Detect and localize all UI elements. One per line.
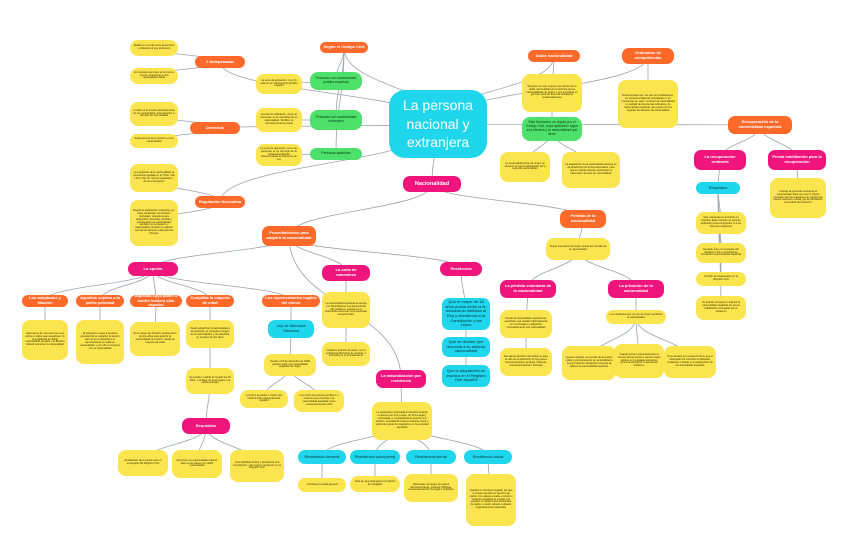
node-p-opcion: La opción xyxy=(128,262,178,276)
node-p-voluntaria: La pérdida voluntaria de la nacionalidad xyxy=(500,280,556,298)
node-n-doble: Doble nacionalidad xyxy=(528,50,580,62)
node-y-priv1: Cuando durante un período de tres años u… xyxy=(562,346,616,380)
node-g-cc1: Personas con nacionalidad jurídica españ… xyxy=(310,72,362,90)
node-y-doble3: La adquisición de la nacionalidad efecti… xyxy=(562,152,620,188)
node-y-o3: Si es mayor de 18 años, tendrá plazo de … xyxy=(130,322,180,356)
node-g-doble: Este fenómeno se regula por el Código Ci… xyxy=(522,117,582,141)
node-n-ordinarios: Ordinarios de competencias xyxy=(622,48,674,64)
node-p-residencia: Residencia xyxy=(440,262,482,276)
node-y-quinquenal: Para los que obtengan la condición de re… xyxy=(350,476,400,492)
node-y-reg1: La regulación de la nacionalidad se encu… xyxy=(130,164,178,192)
node-g-cc3: Personas apátridas xyxy=(310,148,362,160)
node-y-natres: La residencia continuada en España duran… xyxy=(372,402,432,440)
node-c-ley: Ley de Memoria Histórica xyxy=(268,320,314,338)
node-n-recuperacion: Recuperación de la nacionalidad española xyxy=(728,116,792,134)
node-y-carta2: Mediante petición de parte, con la solic… xyxy=(322,342,370,366)
node-n-antepasadas: 2 Antepasadas xyxy=(195,56,245,68)
node-g-cc2: Personas con nacionalidad extranjera xyxy=(310,110,362,130)
node-seg-codigo: Según el Código Civil xyxy=(320,42,368,53)
node-y-priv2: Cuando entren voluntariamente al servici… xyxy=(614,344,664,378)
node-y-ley2: Los hijos de padre o madre que hubiera s… xyxy=(240,390,288,408)
node-main: La persona nacional y extranjera xyxy=(389,90,487,158)
node-p-privacion: La privación de la nacionalidad xyxy=(608,280,664,298)
node-y-cc3: La serie de aplicación, como las persona… xyxy=(256,144,302,166)
node-y-doble1: Tampoco es casi, supone que dentro de su… xyxy=(522,74,582,112)
node-y-req2: Declarar ante el encargado del Registro … xyxy=(696,243,746,263)
node-c-res2: Que se declare que renuncia a su anterio… xyxy=(442,337,490,357)
node-o-sujetos: Aquellos sujetos a la patria potestad xyxy=(76,295,124,307)
node-p-rec-ord: La recuperación ordinaria xyxy=(694,150,746,170)
node-y-der2: Toda persona tiene derecho a una naciona… xyxy=(130,134,178,148)
node-y-der1: A nadie se le privará arbitrariamente de… xyxy=(130,102,178,126)
node-y-ley1: Desde el 27 de diciembre de 2008 pueden … xyxy=(264,354,316,376)
node-c-res1: Que el mayor de 18 años pueda emitir la … xyxy=(442,298,490,330)
node-p-rec-hab: Previa habilitación para la recuperación xyxy=(768,150,826,170)
node-y-vol2: Excepto la decisión del Gobierno para la… xyxy=(500,348,552,376)
connector-line xyxy=(335,47,345,155)
node-y-ant2: Es requisito que haya en la misma cuenta… xyxy=(130,68,178,84)
node-y-anual: Nacidos en territorio español, los que n… xyxy=(466,474,516,526)
node-o-cuyos: Aquellos cuyo padre o madre hubiera sido… xyxy=(130,295,182,307)
node-n-proc: Procedimientos para adquirir la nacional… xyxy=(262,226,316,246)
node-y-bienal: Nacionales de origen de países iberoamer… xyxy=(404,474,458,502)
node-y-cc2: La serie de aplicación, cuyo ser persona… xyxy=(256,108,302,132)
node-p-natres: La naturalización por residencia xyxy=(376,370,426,388)
node-y-o2: El extranjero sujeto a la patria potesta… xyxy=(76,320,124,364)
node-y-r1: Declaración de la opción ante el encarga… xyxy=(118,450,168,476)
node-y-ant1: Estaba en vínculo entre la persona y el … xyxy=(130,40,178,56)
node-p-requisitos: Requisitos xyxy=(182,418,230,434)
node-y-cc1: La serie de aplicación, cuyo fin obtener… xyxy=(256,74,302,94)
node-y-carta1: La nacionalidad española se otorga por R… xyxy=(322,292,370,328)
node-c-decenal: Residencia decenal xyxy=(298,450,346,464)
node-n-derechos: Derechos xyxy=(190,122,240,134)
node-o-cumpla: Cumplida la mayoría de edad xyxy=(186,295,234,307)
node-y-req4: No podrán recuperar o adquirir la nacion… xyxy=(696,296,746,320)
node-o-legales: Los representantes legales del menor xyxy=(262,295,320,307)
node-n-regulacion: Regulación Normativa xyxy=(195,196,245,208)
node-c-bienal: Residencia bienal xyxy=(406,450,456,464)
node-c-requisitos: Requisitos xyxy=(696,182,740,194)
node-p-perdida: Pérdida de la nacionalidad xyxy=(560,210,606,228)
node-y-priv3: Si se declara por sentencia firme que el… xyxy=(664,346,716,378)
node-nacionalidad: Nacionalidad xyxy=(403,176,461,192)
node-y-cumpla2: Se pueden realizar al cumplir los 18 año… xyxy=(186,368,234,394)
node-y-hab: Cuando se pretende recuperar la nacional… xyxy=(770,178,826,218)
node-c-quinquenal: Residencia quinquenal xyxy=(350,450,400,464)
node-y-vol1: Perder la nacionalidad española los espa… xyxy=(500,310,552,338)
node-y-priv0: Los españoles que no son de origen perde… xyxy=(606,310,666,324)
node-y-r2: Renuncia a la nacionalidad anterior salv… xyxy=(172,450,222,478)
node-c-anual: Residencia anual xyxy=(464,450,512,464)
node-y-perdida: Según supuestos de origen puede ser priv… xyxy=(546,238,610,260)
node-y-o4: Puede adquirirse la nacionalidad a la es… xyxy=(186,320,234,348)
node-p-carta: La carta de naturaleza xyxy=(322,265,370,281)
node-y-ley3: Los nietos de quienes perdieron o tuvier… xyxy=(294,390,344,412)
node-o-origen: Los adoptados y filiación xyxy=(22,295,68,307)
node-y-doble2: La nacionalidad tiene de origen se sosti… xyxy=(500,152,550,182)
node-y-reg2: Regula la adquisición originaria, por pa… xyxy=(130,200,178,246)
node-y-ordinarios: Determinadas que, los que son Ciudadanos… xyxy=(618,80,678,128)
node-y-req1: Que mantenga su domicilio en España. Est… xyxy=(696,212,746,234)
node-y-req3: Inscribir la recuperación en el Registro… xyxy=(696,272,746,286)
node-y-r3: Jurar fidelidad al Rey y obediencia a la… xyxy=(230,450,284,482)
node-y-o1: Nacimiento de una persona cuya patria o … xyxy=(22,320,68,360)
node-c-res3: Que la adquisición se inscriba en el Reg… xyxy=(442,365,490,387)
node-y-decenal: Constituye la regla general xyxy=(298,478,346,492)
